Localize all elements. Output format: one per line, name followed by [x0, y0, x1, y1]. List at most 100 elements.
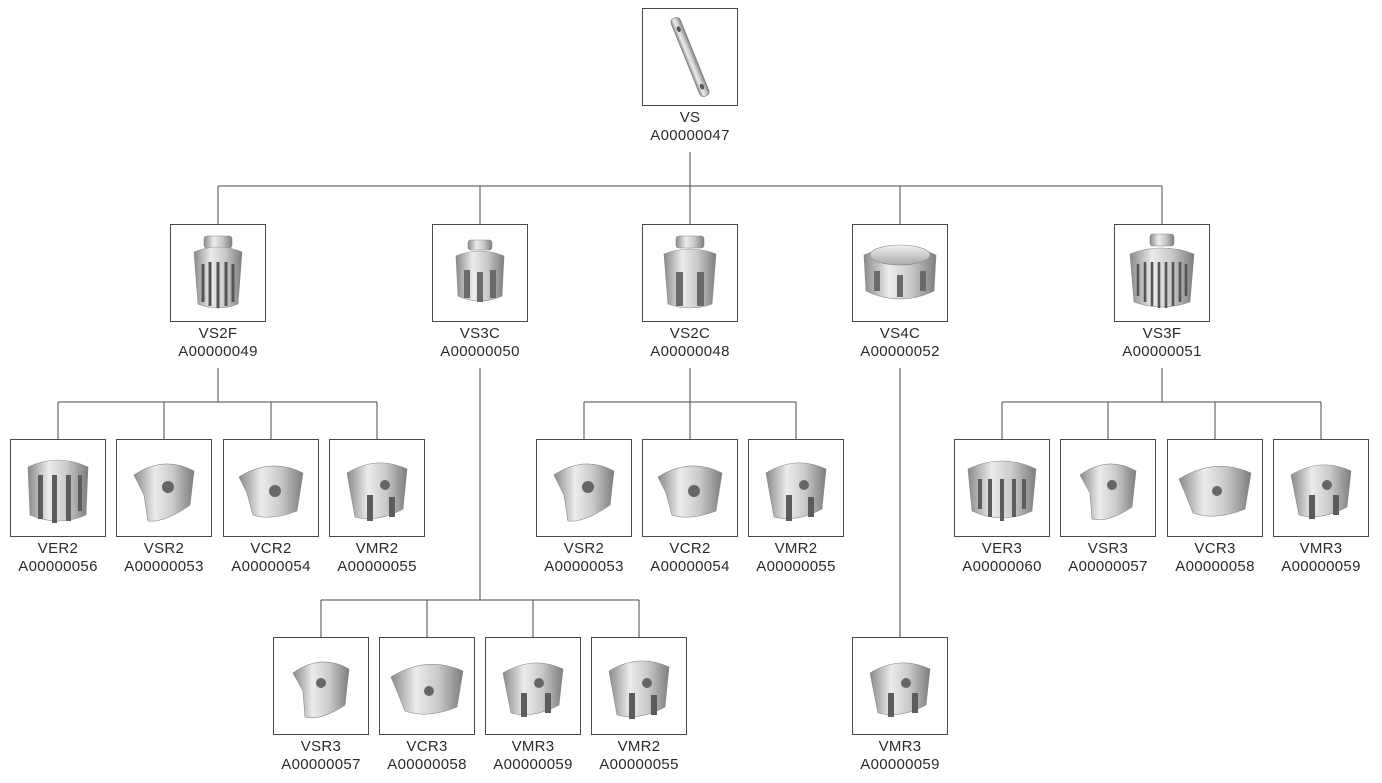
part-image-box: [852, 224, 948, 322]
part-code: A00000057: [1068, 558, 1148, 575]
part-image-box: [1060, 439, 1156, 537]
part-image-box: [223, 439, 319, 537]
node-vmr2[interactable]: VMR2 A00000055: [321, 439, 433, 576]
node-vcr2[interactable]: VCR2 A00000054: [634, 439, 746, 576]
node-vs3f[interactable]: VS3F A00000051: [1106, 224, 1218, 361]
round-clamp-part-icon: [390, 663, 464, 715]
node-vcr2[interactable]: VCR2 A00000054: [215, 439, 327, 576]
round-clamp-part-icon: [133, 463, 195, 522]
part-code: A00000048: [650, 343, 730, 360]
part-name: VSR2: [563, 540, 605, 557]
node-vsr3[interactable]: VSR3 A00000057: [1052, 439, 1164, 576]
part-code: A00000055: [756, 558, 836, 575]
part-name: VS2C: [669, 325, 711, 342]
node-vs4c[interactable]: VS4C A00000052: [844, 224, 956, 361]
part-code: A00000052: [860, 343, 940, 360]
part-code: A00000047: [650, 127, 730, 144]
node-vsr2[interactable]: VSR2 A00000053: [528, 439, 640, 576]
part-name: VCR2: [250, 540, 292, 557]
node-vs2f[interactable]: VS2F A00000049: [162, 224, 274, 361]
forked-clamp-part-icon: [346, 462, 408, 521]
part-code: A00000058: [387, 756, 467, 773]
part-name: VSR3: [1087, 540, 1129, 557]
open-crown-part-icon: [863, 244, 937, 300]
node-vmr3[interactable]: VMR3 A00000059: [1265, 439, 1377, 576]
part-code: A00000054: [650, 558, 730, 575]
finned-cup-part-icon: [193, 235, 243, 309]
part-code: A00000059: [493, 756, 573, 773]
part-image-box: [852, 637, 948, 735]
part-code: A00000059: [1281, 558, 1361, 575]
round-clamp-part-icon: [657, 465, 723, 518]
node-vs3c[interactable]: VS3C A00000050: [424, 224, 536, 361]
round-clamp-part-icon: [238, 465, 304, 518]
part-code: A00000051: [1122, 343, 1202, 360]
part-image-box: [642, 224, 738, 322]
part-name: VS3F: [1142, 325, 1182, 342]
part-image-box: [591, 637, 687, 735]
node-vmr2[interactable]: VMR2 A00000055: [583, 637, 695, 774]
part-name: VMR3: [511, 738, 555, 755]
forked-clamp-part-icon: [502, 662, 564, 717]
node-vcr3[interactable]: VCR3 A00000058: [371, 637, 483, 774]
part-name: VCR3: [1194, 540, 1236, 557]
part-image-box: [379, 637, 475, 735]
forked-clamp-part-icon: [869, 662, 931, 717]
part-image-box: [954, 439, 1050, 537]
part-name: VS: [679, 109, 701, 126]
node-vsr3[interactable]: VSR3 A00000057: [265, 637, 377, 774]
part-image-box: [10, 439, 106, 537]
node-ver2[interactable]: VER2 A00000056: [2, 439, 114, 576]
part-image-box: [329, 439, 425, 537]
part-name: VS3C: [459, 325, 501, 342]
part-code: A00000058: [1175, 558, 1255, 575]
crown-cup-part-icon: [663, 235, 717, 309]
node-vs2c[interactable]: VS2C A00000048: [634, 224, 746, 361]
forked-clamp-part-icon: [1290, 464, 1352, 519]
part-code: A00000056: [18, 558, 98, 575]
round-clamp-part-icon: [1079, 463, 1137, 521]
node-vsr2[interactable]: VSR2 A00000053: [108, 439, 220, 576]
part-code: A00000059: [860, 756, 940, 773]
part-name: VMR2: [617, 738, 661, 755]
part-image-box: [116, 439, 212, 537]
crown-cup-part-icon: [455, 239, 505, 302]
part-code: A00000055: [337, 558, 417, 575]
part-image-box: [536, 439, 632, 537]
part-code: A00000053: [124, 558, 204, 575]
part-image-box: [642, 8, 738, 106]
round-clamp-part-icon: [553, 463, 615, 522]
part-image-box: [1167, 439, 1263, 537]
part-name: VMR2: [355, 540, 399, 557]
round-clamp-part-icon: [1178, 465, 1252, 517]
part-code: A00000049: [178, 343, 258, 360]
node-vmr2[interactable]: VMR2 A00000055: [740, 439, 852, 576]
node-ver3[interactable]: VER3 A00000060: [946, 439, 1058, 576]
part-code: A00000057: [281, 756, 361, 773]
forked-clamp-part-icon: [765, 462, 827, 521]
part-name: VCR2: [669, 540, 711, 557]
part-image-box: [273, 637, 369, 735]
part-name: VMR3: [878, 738, 922, 755]
slotted-clamp-part-icon: [27, 459, 89, 523]
finned-cup-part-icon: [1129, 233, 1195, 308]
part-code: A00000055: [599, 756, 679, 773]
slotted-clamp-part-icon: [967, 460, 1037, 521]
part-image-box: [748, 439, 844, 537]
round-clamp-part-icon: [292, 661, 350, 719]
part-image-box: [170, 224, 266, 322]
part-image-box: [1114, 224, 1210, 322]
part-name: VMR3: [1299, 540, 1343, 557]
node-vcr3[interactable]: VCR3 A00000058: [1159, 439, 1271, 576]
part-code: A00000060: [962, 558, 1042, 575]
part-image-box: [642, 439, 738, 537]
part-name: VSR2: [143, 540, 185, 557]
node-vs[interactable]: VS A00000047: [634, 8, 746, 145]
part-name: VSR3: [300, 738, 342, 755]
node-vmr3[interactable]: VMR3 A00000059: [844, 637, 956, 774]
node-vmr3[interactable]: VMR3 A00000059: [477, 637, 589, 774]
rod-part-icon: [670, 17, 710, 97]
part-code: A00000054: [231, 558, 311, 575]
part-image-box: [1273, 439, 1369, 537]
